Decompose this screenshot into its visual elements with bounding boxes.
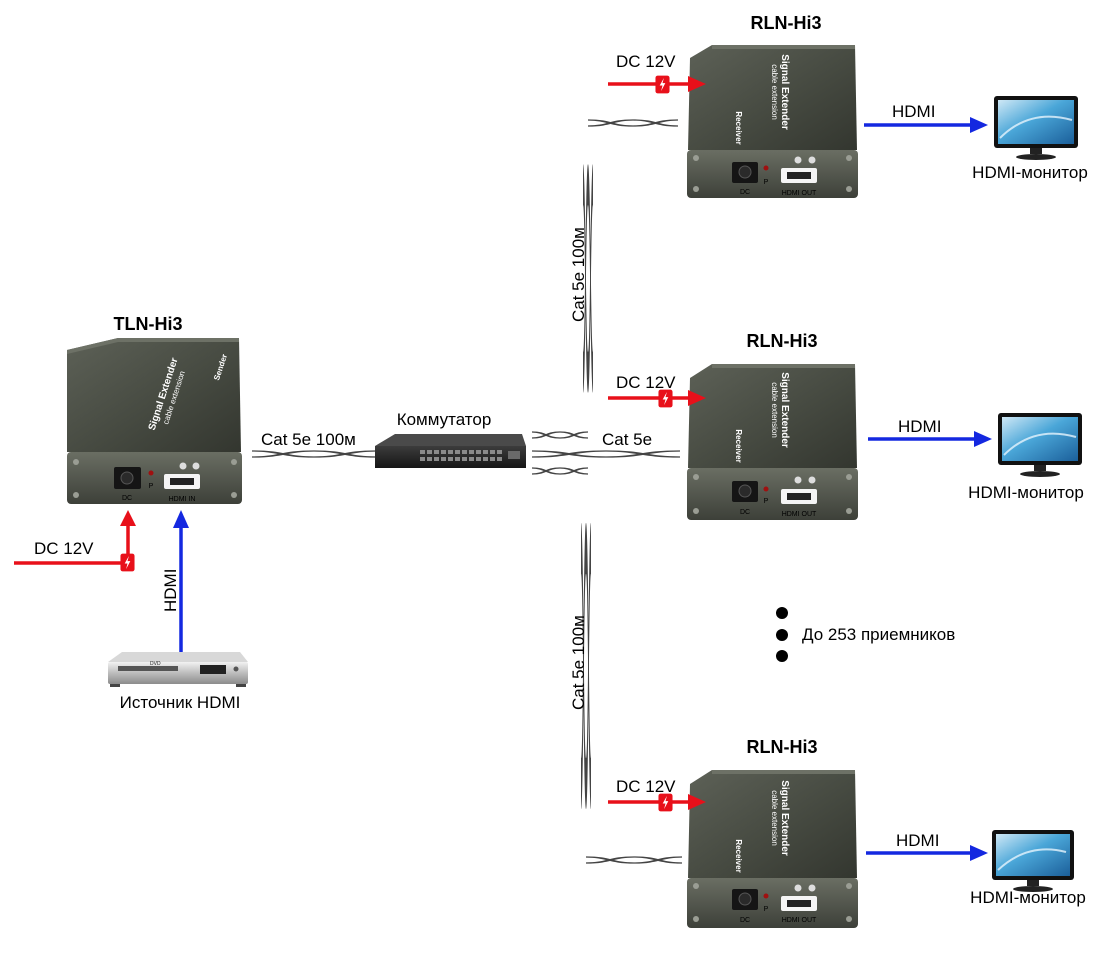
monitor-icon [992,830,1074,892]
rx3-hdmi-arrow [866,845,988,861]
more-receivers-note: До 253 приемников [776,607,955,662]
rx2-port-hdmi-label: HDMI OUT [782,511,817,518]
rx1-port-hdmi-label: HDMI OUT [782,190,817,197]
network-switch-icon [375,434,526,468]
rx3-hdmi-label: HDMI [896,831,939,850]
rx2-port-dc-label: DC [740,509,750,516]
rx2-brand-line1: Signal Extender [779,372,790,448]
lower-cable-label: Cat 5e 100м [569,615,588,710]
cable-switch-to-rx2 [532,451,680,457]
rx1-port-dc-label: DC [740,189,750,196]
upper-cable-label: Cat 5e 100м [569,227,588,322]
receiver-device-2: DC P HDMI OUT Signal Extender cable exte… [687,364,858,520]
dvd-label: DVD [150,661,161,667]
rx2-power-arrow [608,389,706,408]
receiver-device-1: DC P HDMI OUT Signal Extender cable exte… [687,45,858,198]
rx2-power-label: DC 12V [616,373,676,392]
rx3-monitor-label: HDMI-монитор [970,888,1086,907]
mid-cable-label: Cat 5e [602,430,652,449]
rx3-brand-line1: Signal Extender [779,780,790,856]
rx1-title: RLN-Hi3 [751,13,822,33]
tx-power-arrow [14,510,136,572]
rx1-power-label: DC 12V [616,52,676,71]
ellipsis-dot [776,629,788,641]
transmitter-title: TLN-Hi3 [114,314,183,334]
tx-cable-label: Cat 5e 100м [261,430,356,449]
more-receivers-text: До 253 приемников [802,625,955,644]
tx-port-p-label: P [149,483,154,490]
receiver-group-3: RLN-Hi3 DC P HDMI OUT Signal Extender ca… [608,737,1086,928]
rx1-brand-line1: Signal Extender [779,54,790,130]
rx3-port-p-label: P [764,906,769,913]
cable-tx-to-switch [252,451,376,457]
rx2-hdmi-label: HDMI [898,417,941,436]
tx-port-dc-label: DC [122,495,132,502]
receiver-device-3: DC P HDMI OUT Signal Extender cable exte… [687,770,858,928]
rx1-monitor-label: HDMI-монитор [972,163,1088,182]
tx-power-label: DC 12V [34,539,94,558]
switch-label: Коммутатор [397,410,492,429]
rx2-title: RLN-Hi3 [747,331,818,351]
rx1-brand-line2: cable extension [770,64,779,120]
rx3-title: RLN-Hi3 [747,737,818,757]
rx3-role-label: Receiver [734,839,743,872]
monitor-icon [998,413,1082,477]
monitor-icon [994,96,1078,160]
rx2-port-p-label: P [764,498,769,505]
rx3-port-hdmi-label: HDMI OUT [782,917,817,924]
rx3-port-dc-label: DC [740,917,750,924]
tx-hdmi-arrow [173,510,189,652]
rx1-hdmi-arrow [864,117,988,133]
rx3-power-label: DC 12V [616,777,676,796]
tx-hdmi-label: HDMI [161,569,180,612]
transmitter-device: DC P HDMI IN Signal Extender cable exten… [67,338,242,504]
rx1-power-arrow [608,75,706,94]
transmitter-group: TLN-Hi3 DC P HDMI IN Signal [14,314,248,712]
rx3-power-arrow [608,793,706,812]
ellipsis-dot [776,607,788,619]
rx1-hdmi-label: HDMI [892,102,935,121]
source-label: Источник HDMI [120,693,241,712]
receiver-group-1: RLN-Hi3 DC P HDMI OUT Signal Extender ca… [608,13,1088,198]
rx2-hdmi-arrow [868,431,992,447]
dvd-player-icon: DVD [108,652,248,687]
rx2-brand-line2: cable extension [770,382,779,438]
rx2-role-label: Receiver [734,429,743,462]
rx3-brand-line2: cable extension [770,790,779,846]
rx1-role-label: Receiver [734,111,743,144]
rx1-port-p-label: P [764,179,769,186]
receiver-group-2: RLN-Hi3 DC P HDMI OUT Signal Extender ca… [608,331,1084,520]
ellipsis-dot [776,650,788,662]
rx2-monitor-label: HDMI-монитор [968,483,1084,502]
tx-port-hdmi-label: HDMI IN [169,496,196,503]
